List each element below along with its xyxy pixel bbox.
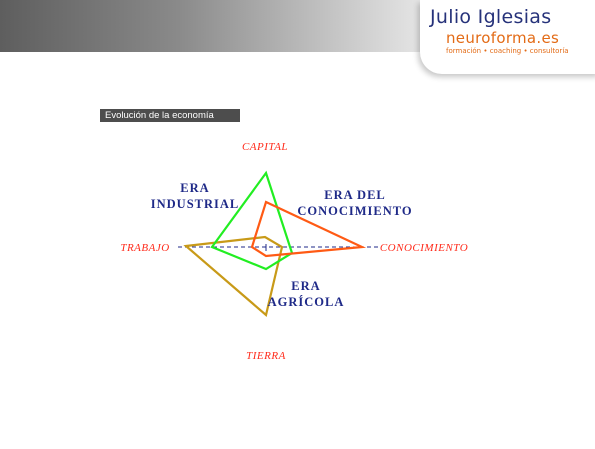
section-label: Evolución de la economía [100, 109, 240, 122]
axis-label-bottom: TIERRA [246, 350, 286, 362]
era-label-industrial-line1: ERA [180, 181, 209, 195]
era-agricola-polygon [183, 235, 284, 318]
logo-name: Julio Iglesias [430, 6, 552, 28]
logo-brand: neuroforma.es [446, 29, 560, 47]
era-conocimiento-polygon [250, 200, 367, 258]
era-label-agricola-line1: ERA [291, 279, 320, 293]
axis-label-top: CAPITAL [242, 141, 288, 153]
era-label-conocimiento-line1: ERA DEL [324, 188, 386, 202]
logo-tagline: formación • coaching • consultoría [446, 47, 569, 55]
era-label-industrial-line2: INDUSTRIAL [151, 197, 240, 211]
logo-card[interactable]: Julio Iglesias neuroforma.es formación •… [420, 0, 595, 74]
era-label-conocimiento-line2: CONOCIMIENTO [297, 204, 412, 218]
era-industrial-polygon [210, 170, 294, 271]
era-label-agricola-line2: AGRÍCOLA [268, 295, 345, 309]
axis-label-left: TRABAJO [120, 242, 169, 254]
axis-label-right: CONOCIMIENTO [380, 242, 468, 254]
